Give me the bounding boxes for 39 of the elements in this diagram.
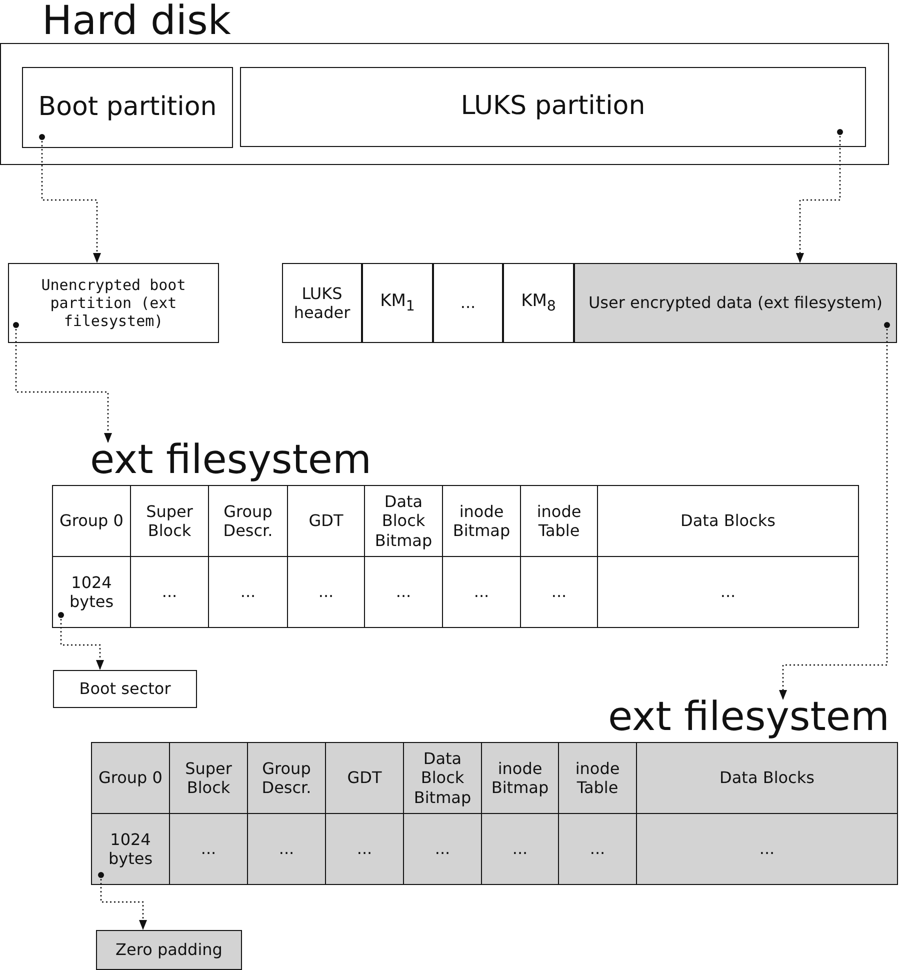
table-cell: Super Block (169, 742, 248, 814)
table-cell: ... (558, 813, 637, 885)
table-cell: 1024 bytes (52, 556, 131, 628)
table-cell: ... (403, 813, 482, 885)
arrow (796, 129, 843, 263)
table-cell: Data Block Bitmap (403, 742, 482, 814)
section-box: ... (433, 263, 503, 343)
table-title: ext filesystem (608, 693, 890, 742)
section-box: KM$_{8}$ (503, 263, 574, 343)
table-cell: inode Table (558, 742, 637, 814)
table-cell: ... (481, 813, 559, 885)
section-box: User encrypted data (ext filesystem) (574, 263, 897, 343)
table-cell: Group Descr. (247, 742, 326, 814)
arrow (39, 134, 101, 263)
table-cell: Group 0 (52, 485, 131, 557)
table-cell: 1024 bytes (91, 813, 170, 885)
partition-box: Boot partition (22, 67, 233, 148)
disk-title: Hard disk (42, 0, 231, 42)
arrow (779, 322, 890, 700)
arrow (13, 322, 112, 443)
arrow (98, 872, 147, 930)
table-title: ext filesystem (90, 436, 372, 485)
table-cell: Data Blocks (597, 485, 859, 557)
table-cell: GDT (325, 742, 404, 814)
table-cell: Data Blocks (636, 742, 898, 814)
partition-box: LUKS partition (240, 67, 866, 147)
table-cell: ... (636, 813, 898, 885)
table-cell: ... (169, 813, 248, 885)
table-cell: ... (597, 556, 859, 628)
table-cell: Boot sector (53, 670, 197, 708)
table-cell: ... (325, 813, 404, 885)
arrow (58, 612, 104, 670)
table-cell: Zero padding (96, 930, 242, 970)
section-box: Unencrypted boot partition (ext filesystem) (8, 263, 219, 343)
section-box: LUKS header (282, 263, 362, 343)
table-cell: ... (247, 813, 326, 885)
table-cell: Group 0 (91, 742, 170, 814)
section-box: KM$_{1}$ (362, 263, 433, 343)
table-cell: inode Bitmap (481, 742, 559, 814)
